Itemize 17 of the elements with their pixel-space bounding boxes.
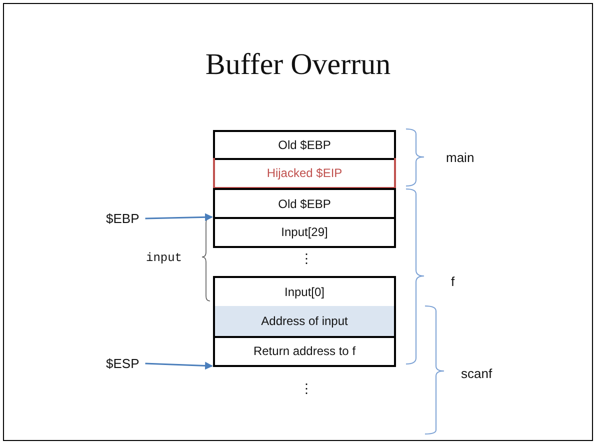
register-label: $EBP <box>106 211 140 226</box>
title: Buffer Overrun <box>204 48 392 82</box>
stack-cell: Return address to f <box>213 336 396 367</box>
stack-frame-label: main <box>446 150 474 165</box>
stack-cell: Old $EBP <box>213 130 396 160</box>
ellipsis-dots: ⋮ <box>300 251 313 266</box>
stack-cell: Input[29] <box>213 217 396 248</box>
pointer-arrow <box>145 213 213 222</box>
variable-label: input <box>146 251 182 265</box>
stack-cell: Hijacked $EIP <box>213 158 396 189</box>
ellipsis-dots: ⋮ <box>300 381 313 396</box>
pointer-arrow <box>145 362 213 370</box>
stack-frame-label: f <box>451 274 455 289</box>
stack-cell: Old $EBP <box>213 188 396 219</box>
stack-cell: Address of input <box>213 306 396 338</box>
register-label: $ESP <box>106 356 140 371</box>
stack-frame-label: scanf <box>461 366 492 381</box>
